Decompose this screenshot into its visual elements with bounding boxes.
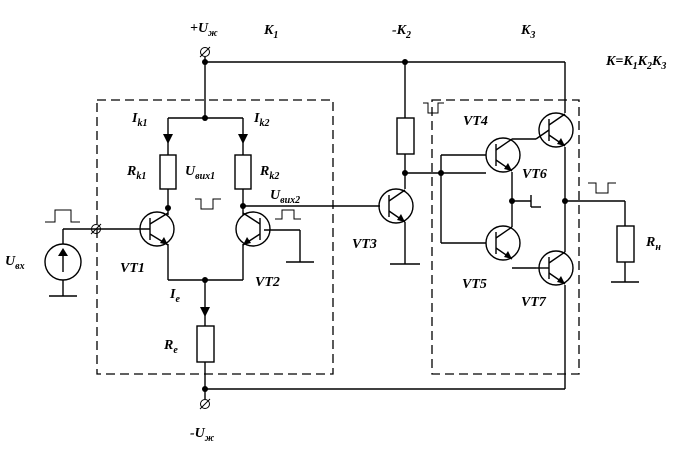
pulse-uout1 [195,198,221,210]
label-vt3: VT3 [352,237,377,252]
label-vt5: VT5 [462,277,487,292]
label-uin: Uвх [5,254,25,272]
pulse-output [588,182,616,194]
stage-k3-box [431,99,580,375]
pulse-uout2 [275,209,301,220]
negative-rail [202,386,565,392]
transistor-vt5 [485,225,521,261]
transistor-vt4 [485,137,521,173]
transistor-vt7 [536,250,574,286]
transistor-vt6 [535,112,574,148]
pulse-input [45,209,80,223]
label-rk1: Rk1 [126,164,146,182]
positive-rail [202,57,565,65]
label-ik2: Ik2 [253,111,269,129]
label-ik1: Ik1 [131,111,147,129]
ik1-arrow [163,134,173,144]
label-rn: Rн [645,235,661,253]
resistor-rk2 [234,154,252,190]
label-vt7: VT7 [521,295,547,310]
ik2-arrow [238,134,248,144]
transistor-vt2 [235,211,271,247]
transistor-vt1 [139,211,175,247]
label-k2: -K2 [392,23,411,41]
label-k3: K3 [520,23,535,41]
transistor-vt3 [378,188,414,224]
resistor-rk3 [396,117,415,155]
stage2-wiring [390,62,486,265]
label-minus-supply: -Uж [190,426,215,444]
ie-arrow [200,307,210,317]
label-vt4: VT4 [463,114,488,129]
label-re: Re [163,338,178,356]
label-uout1: Uвих1 [185,164,215,182]
label-vt2: VT2 [255,275,280,290]
minus-supply-terminal [199,389,211,410]
resistor-rn [616,225,635,263]
stage-k1-box [96,99,334,375]
label-rk2: Rk2 [259,164,279,182]
label-uout2: Uвих2 [270,188,300,206]
stage3-wiring [440,62,639,389]
input-source [44,223,150,297]
label-vt6: VT6 [522,167,547,182]
label-ie: Ie [169,287,180,305]
resistor-rk1 [159,154,177,190]
label-plus-supply: +Uж [190,21,218,39]
label-formula: K=K1K2K3 [605,54,666,72]
plus-supply-terminal [199,46,211,58]
pulse-stage3 [423,102,444,114]
stage1-wiring [163,62,380,389]
label-vt1: VT1 [120,261,145,276]
label-k1: K1 [263,23,278,41]
resistor-re [196,325,215,363]
